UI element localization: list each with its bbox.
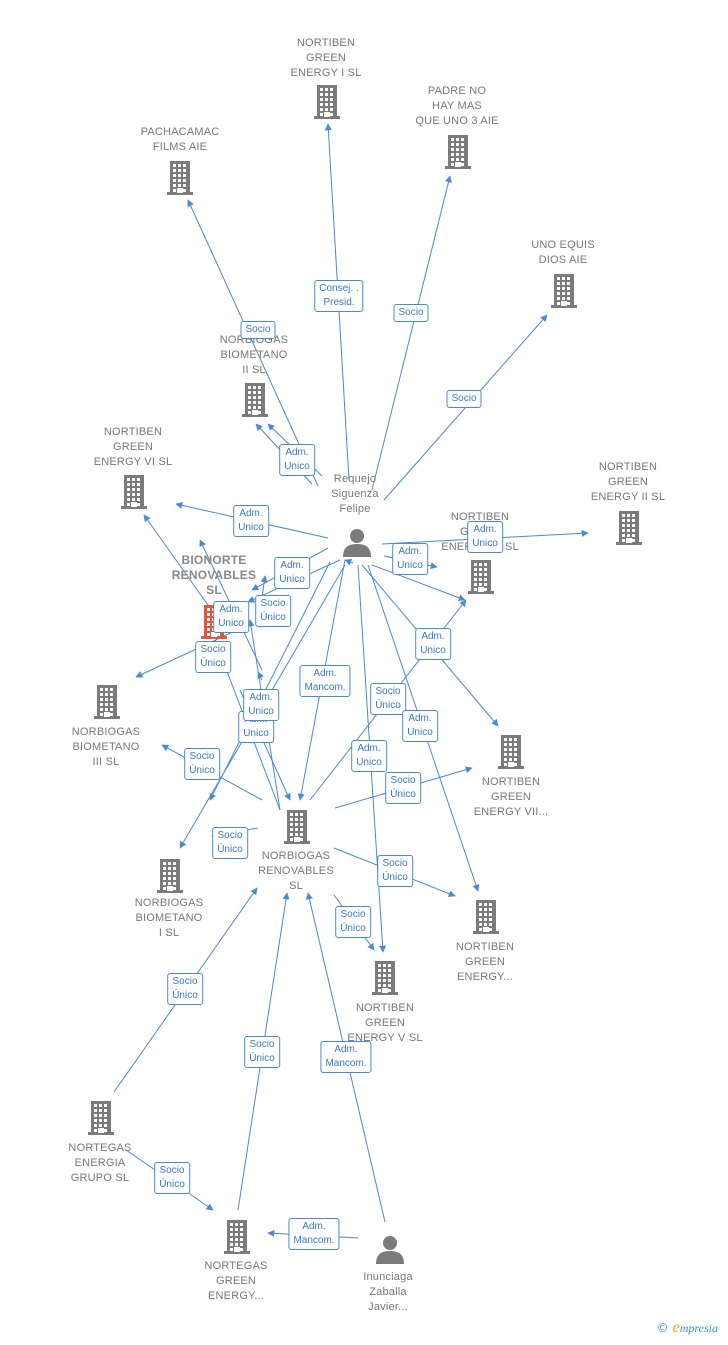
building-icon[interactable] (93, 685, 121, 724)
node-label: BIONORTE RENOVABLES SL (171, 553, 257, 597)
node-label: Requejo Siguenza Felipe (331, 473, 379, 515)
node-nortiben-green-energy-ii[interactable]: NORTIBEN GREEN ENERGY II SL (563, 460, 693, 505)
node-label: NORTIBEN GREEN ENERGY... (455, 941, 515, 983)
node-label: NORTIBEN GREEN ENERGY V SL (347, 1002, 423, 1044)
node-label: NORBIOGAS RENOVABLES SL (258, 850, 334, 892)
node-norbiogas-biometano-iii[interactable]: NORBIOGAS BIOMETANO III SL (41, 725, 171, 770)
relation-label[interactable]: Socio Único (244, 1036, 280, 1068)
node-nortegas-energia-grupo[interactable]: NORTEGAS ENERGIA GRUPO SL (35, 1141, 165, 1186)
relation-label[interactable]: Socio Único (167, 973, 203, 1005)
relation-label[interactable]: Adm. Unico (351, 740, 387, 772)
relation-label[interactable]: Socio Único (154, 1162, 190, 1194)
relation-label[interactable]: Adm. Unico (274, 557, 310, 589)
relation-label[interactable]: Adm. Unico (233, 505, 269, 537)
node-nortiben-green-energy-x[interactable]: NORTIBEN GREEN ENERGY... (420, 940, 550, 985)
brand-logo: ©empresia (657, 1319, 718, 1337)
brand-initial: e (672, 1319, 680, 1336)
node-padre-no-hay-mas[interactable]: PADRE NO HAY MAS QUE UNO 3 AIE (392, 84, 522, 129)
node-norbiogas-biometano-i[interactable]: NORBIOGAS BIOMETANO I SL (104, 896, 234, 941)
building-icon[interactable] (467, 560, 495, 599)
relation-label[interactable]: Socio (446, 390, 482, 408)
relation-label[interactable]: Socio Único (212, 827, 248, 859)
node-label: NORTIBEN GREEN ENERGY VI SL (93, 426, 173, 468)
building-icon[interactable] (87, 1101, 115, 1140)
relation-edge (209, 561, 331, 801)
node-bionorte-renovables[interactable]: BIONORTE RENOVABLES SL (149, 553, 279, 598)
node-label: NORTIBEN GREEN ENERGY II SL (590, 461, 666, 503)
node-nortiben-green-energy-v[interactable]: NORTIBEN GREEN ENERGY V SL (320, 1001, 450, 1046)
node-label: NORBIOGAS BIOMETANO I SL (134, 897, 204, 939)
node-pachacamac-films[interactable]: PACHACAMAC FILMS AIE (115, 125, 245, 155)
node-label: NORTEGAS GREEN ENERGY... (204, 1260, 268, 1302)
relation-edge (143, 514, 221, 623)
node-nortiben-green-energy-i[interactable]: NORTIBEN GREEN ENERGY I SL (261, 36, 391, 81)
node-uno-equis-dios[interactable]: UNO EQUIS DIOS AIE (498, 238, 628, 268)
building-icon[interactable] (497, 735, 525, 774)
relation-label[interactable]: Consej. . Presid. (314, 280, 364, 312)
building-icon[interactable] (283, 810, 311, 849)
building-icon[interactable] (156, 859, 184, 898)
relation-label[interactable]: Socio Único (255, 595, 291, 627)
node-label: NORTEGAS ENERGIA GRUPO SL (68, 1142, 132, 1184)
relation-label[interactable]: Socio Único (385, 772, 421, 804)
node-nortiben-green-energy-vii[interactable]: NORTIBEN GREEN ENERGY VII... (446, 775, 576, 820)
node-label: NORBIOGAS BIOMETANO III SL (71, 726, 141, 768)
node-norbiogas-biometano-ii[interactable]: NORBIOGAS BIOMETANO II SL (189, 333, 319, 378)
building-icon[interactable] (615, 511, 643, 550)
relation-edge (371, 564, 466, 602)
building-icon[interactable] (241, 383, 269, 422)
building-icon[interactable] (444, 135, 472, 174)
relation-label[interactable]: Adm. Unico (279, 444, 315, 476)
relation-label[interactable]: Socio Único (377, 855, 413, 887)
relation-edge (344, 558, 354, 566)
relation-label[interactable]: Socio Único (195, 641, 231, 673)
relation-label[interactable]: Socio (240, 321, 276, 339)
person-icon[interactable] (375, 1234, 405, 1269)
brand-name: mpresia (679, 1321, 718, 1335)
building-icon[interactable] (472, 900, 500, 939)
relation-label[interactable]: Adm. Mancom. (299, 665, 351, 697)
building-icon[interactable] (120, 475, 148, 514)
node-label: PACHACAMAC FILMS AIE (140, 126, 220, 153)
relation-label[interactable]: Adm. Mancom. (320, 1041, 372, 1073)
node-norbiogas-renovables[interactable]: NORBIOGAS RENOVABLES SL (231, 849, 361, 894)
copyright-symbol: © (656, 1321, 669, 1335)
relation-label[interactable]: Adm. Unico (415, 628, 451, 660)
node-inunciaga-zaballa-javier[interactable]: Inunciaga Zaballa Javier... (323, 1270, 453, 1315)
node-label: NORTIBEN GREEN ENERGY VII... (473, 776, 549, 818)
building-icon[interactable] (313, 85, 341, 124)
relation-label[interactable]: Socio (393, 304, 429, 322)
node-label: Inunciaga Zaballa Javier... (363, 1271, 413, 1313)
relation-label[interactable]: Adm. Unico (402, 710, 438, 742)
relation-label[interactable]: Adm. Unico (213, 601, 249, 633)
relation-edge (187, 199, 319, 487)
relation-label[interactable]: Adm. Mancom. (288, 1218, 340, 1250)
node-nortiben-green-energy-vi[interactable]: NORTIBEN GREEN ENERGY VI SL (68, 425, 198, 470)
relation-label[interactable]: Adm. Unico (243, 689, 279, 721)
building-icon[interactable] (223, 1220, 251, 1259)
relation-edge (260, 575, 268, 599)
relation-label[interactable]: Socio Único (370, 683, 406, 715)
person-icon[interactable] (342, 527, 372, 562)
relation-label[interactable]: Adm. Unico (467, 521, 503, 553)
node-requejo-siguenza-felipe[interactable]: Requejo Siguenza Felipe (290, 472, 420, 517)
relation-label[interactable]: Socio Único (335, 906, 371, 938)
node-nortegas-green-energy[interactable]: NORTEGAS GREEN ENERGY... (171, 1259, 301, 1304)
node-label: NORBIOGAS BIOMETANO II SL (219, 334, 289, 376)
relation-edge (371, 175, 452, 491)
node-label: UNO EQUIS DIOS AIE (531, 239, 595, 266)
building-icon[interactable] (166, 161, 194, 200)
relation-label[interactable]: Adm. Unico (392, 543, 428, 575)
node-label: NORTIBEN GREEN ENERGY I SL (290, 37, 362, 79)
building-icon[interactable] (550, 274, 578, 313)
relation-edge (257, 671, 264, 681)
node-label: PADRE NO HAY MAS QUE UNO 3 AIE (415, 85, 499, 127)
building-icon[interactable] (371, 961, 399, 1000)
relation-label[interactable]: Socio Único (184, 748, 220, 780)
